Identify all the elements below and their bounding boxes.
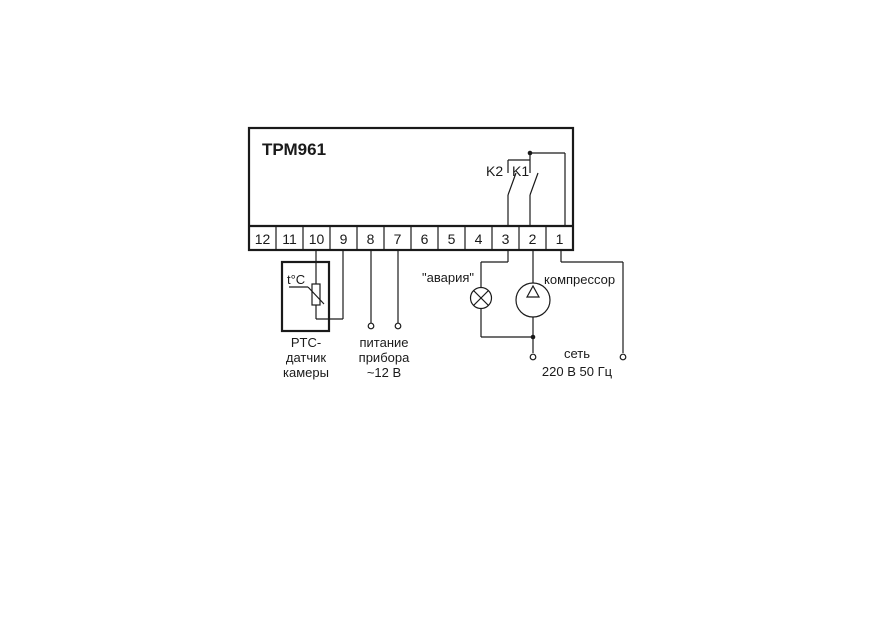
terminal-2: 2 [529,231,537,247]
sensor-label-line-2: датчик [286,350,327,365]
terminal-7: 7 [394,231,402,247]
ptc-sensor: t°C PTC- датчик камеры [280,250,344,380]
relay-k1-contact [529,172,539,196]
terminal-8: 8 [367,231,375,247]
power-label-line-2: прибора [359,350,410,365]
terminal-6: 6 [421,231,429,247]
mains-terminal-line [619,353,627,361]
sensor-box [280,260,331,333]
alarm-label: "авария" [422,270,474,285]
relay-k1-label: K1 [512,163,529,179]
mains-label-line-1: сеть [564,346,590,361]
terminal-12: 12 [255,231,271,247]
terminal-strip: 12 11 10 9 8 7 6 5 4 3 2 1 [249,226,573,251]
power-terminal-8 [367,322,375,330]
mains-label-line-2: 220 В 50 Гц [542,364,613,379]
thermistor-icon [311,283,321,306]
load-circuit: "авария" компрессор сеть 220 В 50 Гц [422,250,627,379]
sensor-label-line-1: PTC- [291,335,321,350]
relay-contacts: K2 K1 [486,150,566,226]
sensor-symbol: t°C [287,272,305,287]
terminal-11: 11 [282,231,297,247]
terminal-3: 3 [502,231,510,247]
compressor-icon [515,282,551,318]
power-label-line-1: питание [359,335,408,350]
terminal-10: 10 [309,231,325,247]
power-terminal-7 [394,322,402,330]
terminal-5: 5 [448,231,456,247]
power-supply: питание прибора ~12 В [359,250,410,380]
terminal-9: 9 [340,231,348,247]
terminal-1: 1 [556,231,564,247]
terminal-4: 4 [475,231,483,247]
compressor-label: компрессор [544,272,615,287]
relay-k2-label: K2 [486,163,503,179]
device-title: ТРМ961 [262,140,326,159]
relay-k2-contact [507,172,517,196]
mains-terminal-neutral [529,353,537,361]
sensor-label-line-3: камеры [283,365,329,380]
power-label-line-3: ~12 В [367,365,401,380]
alarm-lamp-icon [469,286,493,310]
